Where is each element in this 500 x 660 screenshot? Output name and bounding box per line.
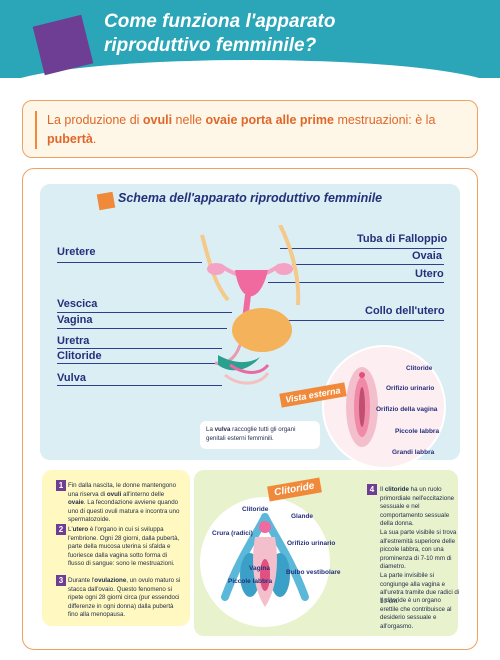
line-clitoride	[57, 363, 217, 364]
label-clitoride: Clitoride	[57, 350, 102, 362]
ext-label-clitoride: Clitoride	[406, 365, 433, 372]
paragraph-clitoride-erettile: Il clitoride è un organo erettile che co…	[380, 597, 452, 630]
paragraph-utero: L'utero è l'organo in cui si sviluppa l'…	[68, 526, 180, 568]
intro-box: La produzione di ovuli nelle ovaie porta…	[22, 100, 478, 158]
ext-label-orifizio-urinario: Orifizio urinario	[386, 385, 435, 392]
number-2-badge: 2	[56, 524, 66, 535]
clit-label-clitoride: Clitoride	[242, 506, 269, 513]
page-title: Come funziona l'apparato riproduttivo fe…	[104, 11, 336, 56]
label-collo-utero: Collo dell'utero	[365, 305, 445, 317]
label-vagina: Vagina	[57, 314, 93, 326]
diagram-title: Schema dell'apparato riproduttivo femmin…	[118, 191, 383, 205]
number-4-badge: 4	[367, 484, 377, 495]
line-uretere	[57, 262, 202, 263]
clitoris-circle	[200, 497, 330, 627]
facts-box-yellow	[42, 470, 190, 626]
line-vescica	[57, 312, 232, 313]
clit-label-piccole-labbra: Piccole labbra	[228, 578, 273, 585]
clit-label-bulbo-vestibolare: Bulbo vestibolare	[286, 569, 341, 576]
paragraph-clitoride-visibile: La sua parte visibile si trova all'estre…	[380, 529, 457, 571]
label-vescica: Vescica	[57, 298, 98, 310]
line-uretra	[57, 348, 222, 349]
ext-label-grandi-labbra: Grandi labbra	[392, 449, 435, 456]
ext-label-piccole-labbra: Piccole labbra	[395, 428, 440, 435]
number-1-badge: 1	[56, 480, 66, 491]
line-tuba	[280, 248, 444, 249]
line-collo-utero	[244, 320, 444, 321]
ext-label-orifizio-vagina: Orifizio della vagina	[376, 406, 438, 413]
paragraph-clitoride-invisibile: La parte invisibile si congiunge alla va…	[380, 572, 460, 605]
paragraph-ovulazione: Durante l'ovulazione, un ovulo maturo si…	[68, 577, 181, 619]
label-utero: Utero	[415, 268, 444, 280]
number-3-badge: 3	[56, 575, 66, 586]
vulva-note: La vulva raccoglie tutti gli organi geni…	[200, 421, 320, 449]
clitoris-illustration	[221, 513, 309, 607]
clit-label-glande: Glande	[291, 513, 314, 520]
reproductive-system-illustration	[200, 225, 301, 385]
clit-label-vagina: Vagina	[249, 565, 270, 572]
line-vulva	[57, 385, 222, 386]
label-uretere: Uretere	[57, 246, 96, 258]
line-ovaia	[292, 264, 444, 265]
label-tuba: Tuba di Falloppio	[357, 233, 448, 245]
label-ovaia: Ovaia	[412, 250, 442, 262]
line-vagina	[57, 328, 227, 329]
label-uretra: Uretra	[57, 335, 90, 347]
vulva-illustration	[346, 367, 378, 447]
diagram-title-square	[96, 191, 116, 211]
line-utero	[268, 282, 444, 283]
label-vulva: Vulva	[57, 372, 86, 384]
clit-label-crura: Crura (radici)	[212, 530, 253, 537]
intro-text: La produzione di ovuli nelle ovaie porta…	[47, 113, 436, 146]
paragraph-ovuli: Fin dalla nascita, le donne mantengono u…	[68, 482, 180, 524]
external-view-circle	[322, 345, 446, 469]
paragraph-clitoride-ruolo: Il clitoride ha un ruolo primordiale nel…	[380, 486, 455, 528]
clit-label-orifizio-urinario: Orifizio urinario	[287, 540, 336, 547]
intro-accent-bar	[35, 111, 37, 149]
